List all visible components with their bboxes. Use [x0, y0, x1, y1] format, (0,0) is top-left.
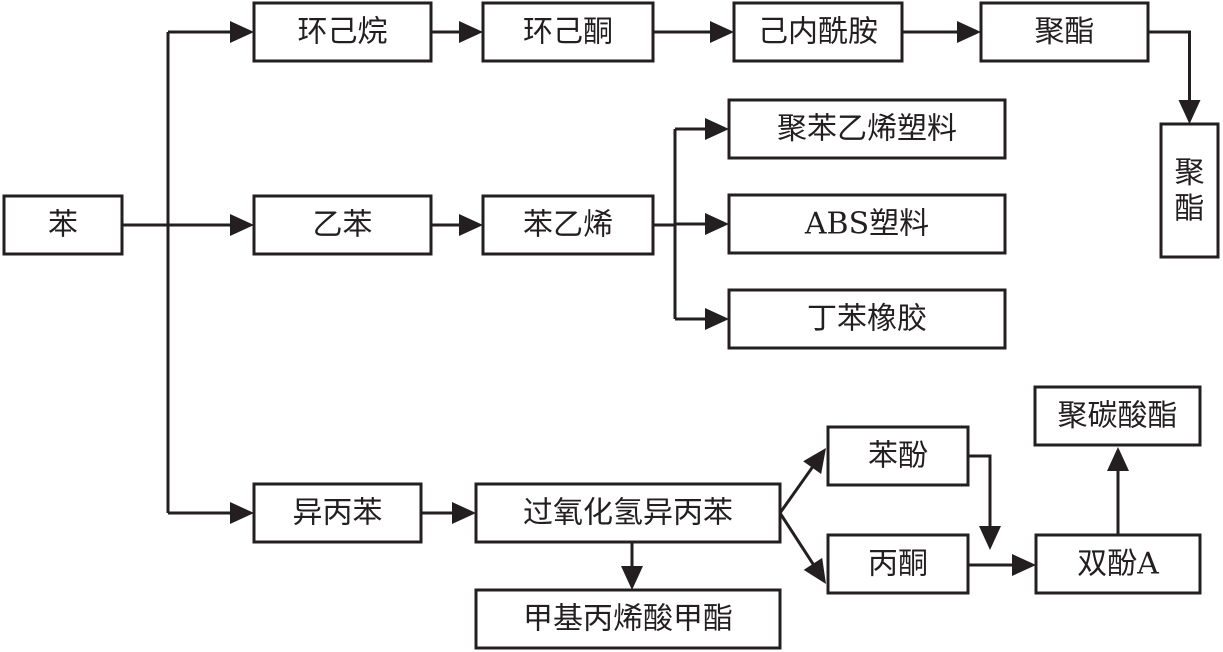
node-mma: 甲基丙烯酸甲酯	[474, 588, 782, 650]
edge-benzene-cyclohexane	[168, 21, 254, 43]
node-label: 甲基丙烯酸甲酯	[523, 602, 733, 637]
node-label: 聚酯	[1175, 155, 1205, 226]
node-cumene-hydroperoxide: 过氧化氢异丙苯	[474, 482, 782, 544]
node-box	[474, 482, 782, 544]
node-polyester-top: 聚酯	[979, 1, 1150, 63]
arrowhead	[1178, 100, 1201, 124]
arrowhead	[705, 213, 729, 235]
edge-cumene-hydroperoxide	[421, 502, 476, 524]
node-box	[252, 1, 433, 63]
edge-phenol-bisphenol	[968, 454, 1001, 550]
node-box	[727, 193, 1007, 255]
node-benzene: 苯	[2, 194, 124, 256]
node-box	[826, 425, 970, 487]
node-box	[481, 194, 655, 256]
arrowhead	[1107, 447, 1129, 471]
edge-styrene-polystyrene	[675, 118, 729, 140]
node-acetone: 丙酮	[826, 533, 970, 595]
node-label: 乙苯	[313, 208, 373, 243]
node-polycarbonate: 聚碳酸酯	[1033, 385, 1202, 447]
node-label: 己内酰胺	[758, 15, 878, 50]
node-label: 苯酚	[868, 439, 928, 474]
arrowhead	[710, 21, 734, 43]
arrowhead	[230, 21, 254, 43]
arrowhead	[979, 526, 1001, 550]
edge-ethylbenzene-styrene	[431, 214, 483, 236]
node-cyclohexanone: 环己酮	[481, 1, 655, 63]
edge-cyclohexanone-caprolactam	[653, 21, 734, 43]
node-box	[474, 588, 782, 650]
node-box	[979, 1, 1150, 63]
edges-layer	[122, 21, 1201, 590]
node-label: 丙酮	[868, 547, 928, 582]
node-box	[826, 533, 970, 595]
edge-hydroperoxide-acetone	[778, 512, 826, 584]
node-label: 异丙苯	[293, 496, 383, 531]
node-box	[2, 194, 124, 256]
arrowhead	[621, 566, 643, 590]
arrowhead	[230, 214, 254, 236]
edge-benzene-cumene	[168, 502, 254, 524]
edge-cyclohexane-cyclohexanone	[431, 21, 483, 43]
edge-styrene-sbr	[675, 308, 729, 330]
edge-polyester-polyester-vertical	[1148, 30, 1201, 124]
node-box	[727, 98, 1007, 160]
node-cyclohexane: 环己烷	[252, 1, 433, 63]
node-label: 聚苯乙烯塑料	[777, 112, 957, 147]
edge-hydroperoxide-mma	[621, 542, 643, 590]
node-label: 苯	[48, 208, 78, 243]
node-label: ABS塑料	[804, 207, 929, 242]
node-box	[1034, 533, 1202, 595]
node-phenol: 苯酚	[826, 425, 970, 487]
arrowhead	[705, 118, 729, 140]
arrowhead	[1012, 554, 1036, 576]
arrowhead	[452, 502, 476, 524]
node-abs: ABS塑料	[727, 193, 1007, 255]
node-box	[732, 1, 904, 63]
node-styrene: 苯乙烯	[481, 194, 655, 256]
node-bisphenol-a: 双酚A	[1034, 533, 1202, 595]
node-box	[481, 1, 655, 63]
arrowhead	[803, 448, 826, 474]
node-label: 过氧化氢异丙苯	[523, 496, 733, 531]
node-label: 双酚A	[1077, 547, 1159, 582]
node-box	[252, 194, 433, 256]
arrowhead	[705, 308, 729, 330]
node-polyester-vertical: 聚酯	[1159, 122, 1220, 259]
node-label: 丁苯橡胶	[807, 302, 927, 337]
node-label: 聚碳酸酯	[1058, 399, 1178, 434]
node-label: 聚酯	[1035, 15, 1095, 50]
node-label: 环己酮	[523, 15, 613, 50]
node-box	[1033, 385, 1202, 447]
node-box	[252, 482, 423, 544]
node-label: 苯乙烯	[523, 208, 613, 243]
edge-bisphenol-polycarbonate	[1107, 447, 1129, 535]
node-box	[1159, 122, 1220, 259]
node-polystyrene: 聚苯乙烯塑料	[727, 98, 1007, 160]
edge-styrene-abs	[675, 213, 729, 235]
node-box	[727, 288, 1007, 350]
edge-hydroperoxide-phenol	[778, 448, 826, 514]
arrowhead	[957, 21, 981, 43]
edge-caprolactam-polyester	[902, 21, 981, 43]
edge-benzene-ethylbenzene	[168, 214, 254, 236]
arrowhead	[803, 557, 826, 584]
node-sbr: 丁苯橡胶	[727, 288, 1007, 350]
arrowhead	[459, 214, 483, 236]
node-caprolactam: 己内酰胺	[732, 1, 904, 63]
node-cumene: 异丙苯	[252, 482, 423, 544]
arrowhead	[459, 21, 483, 43]
edge-acetone-bisphenol	[968, 554, 1036, 576]
arrowhead	[230, 502, 254, 524]
node-label: 环己烷	[298, 15, 388, 50]
node-ethylbenzene: 乙苯	[252, 194, 433, 256]
